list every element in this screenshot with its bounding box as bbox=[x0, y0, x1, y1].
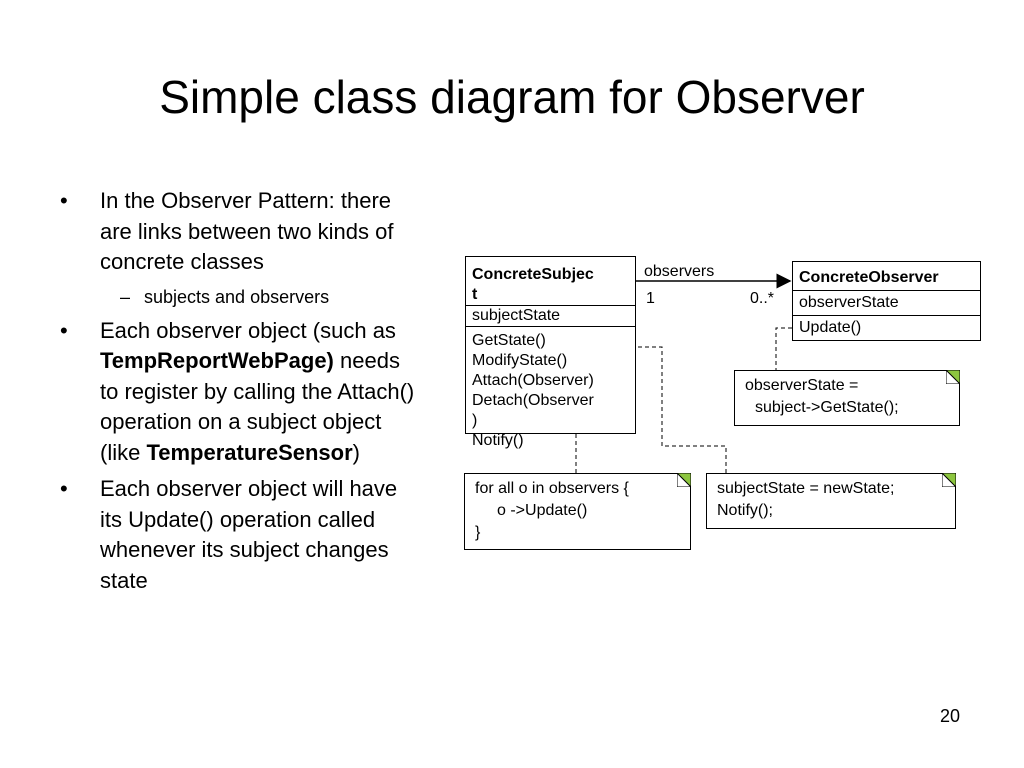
bullet-list: • In the Observer Pattern: there are lin… bbox=[60, 186, 420, 602]
bullet-dot: • bbox=[60, 476, 68, 501]
page-number: 20 bbox=[939, 706, 960, 726]
bullet-item: • Each observer object (such as TempRepo… bbox=[60, 316, 420, 469]
method-attach: Attach(Observer) bbox=[472, 372, 594, 389]
bullet-item: • In the Observer Pattern: there are lin… bbox=[60, 186, 420, 278]
bullet-dot: • bbox=[60, 188, 68, 213]
folded-corner-icon bbox=[946, 370, 960, 384]
method-getstate: GetState() bbox=[466, 326, 635, 351]
class-name: ConcreteObserver bbox=[799, 269, 939, 286]
note-line: observerState = bbox=[745, 377, 859, 394]
association-role-label: observers bbox=[644, 263, 715, 280]
target-multiplicity: 0..* bbox=[750, 290, 775, 307]
concrete-subject-class: ConcreteSubjec t subjectState GetState()… bbox=[465, 256, 636, 449]
class-attribute: subjectState bbox=[466, 305, 635, 326]
slide-title: Simple class diagram for Observer bbox=[159, 71, 865, 123]
update-note: observerState = subject->GetState(); bbox=[734, 370, 960, 426]
note-line: subjectState = newState; bbox=[717, 480, 895, 497]
method-update: Update() bbox=[793, 315, 980, 340]
dash-marker: – bbox=[120, 286, 131, 307]
folded-corner-icon bbox=[677, 473, 691, 487]
class-name-continued: t bbox=[472, 286, 478, 303]
bullet-text: In the Observer Pattern: there are links… bbox=[100, 188, 394, 274]
bullet-text: Each observer object will have its Updat… bbox=[100, 476, 398, 593]
modify-note-dash bbox=[596, 346, 727, 473]
method-notify: Notify() bbox=[472, 432, 524, 449]
class-attribute: observerState bbox=[793, 290, 980, 315]
bullet-dot: • bbox=[60, 317, 68, 343]
note-line: o ->Update() bbox=[497, 502, 588, 519]
note-line: subject->GetState(); bbox=[755, 399, 899, 416]
note-line: for all o in observers { bbox=[475, 480, 629, 497]
class-name: ConcreteSubjec bbox=[472, 266, 594, 283]
source-multiplicity: 1 bbox=[646, 290, 655, 307]
modify-note: subjectState = newState; Notify(); bbox=[706, 473, 956, 529]
bullet-text: Each observer object (such as TempReport… bbox=[100, 317, 415, 465]
example-observer-name: TempReportWebPage) bbox=[100, 348, 334, 373]
notify-note: for all o in observers { o ->Update() } bbox=[464, 473, 691, 550]
note-line: } bbox=[475, 524, 481, 541]
bullet-item: • Each observer object will have its Upd… bbox=[60, 474, 420, 596]
sub-bullet-text: subjects and observers bbox=[144, 286, 330, 307]
example-subject-name: TemperatureSensor bbox=[146, 439, 353, 465]
note-line: Notify(); bbox=[717, 502, 773, 519]
folded-corner-icon bbox=[942, 473, 956, 487]
sub-bullet-item: – subjects and observers bbox=[60, 284, 420, 310]
concrete-observer-class: ConcreteObserver observerState Update() bbox=[792, 261, 981, 341]
method-detach: Detach(Observer bbox=[472, 392, 594, 409]
method-detach-continued: ) bbox=[472, 412, 478, 429]
method-modifystate: ModifyState() bbox=[472, 352, 568, 369]
observer-note-dash bbox=[775, 327, 792, 370]
